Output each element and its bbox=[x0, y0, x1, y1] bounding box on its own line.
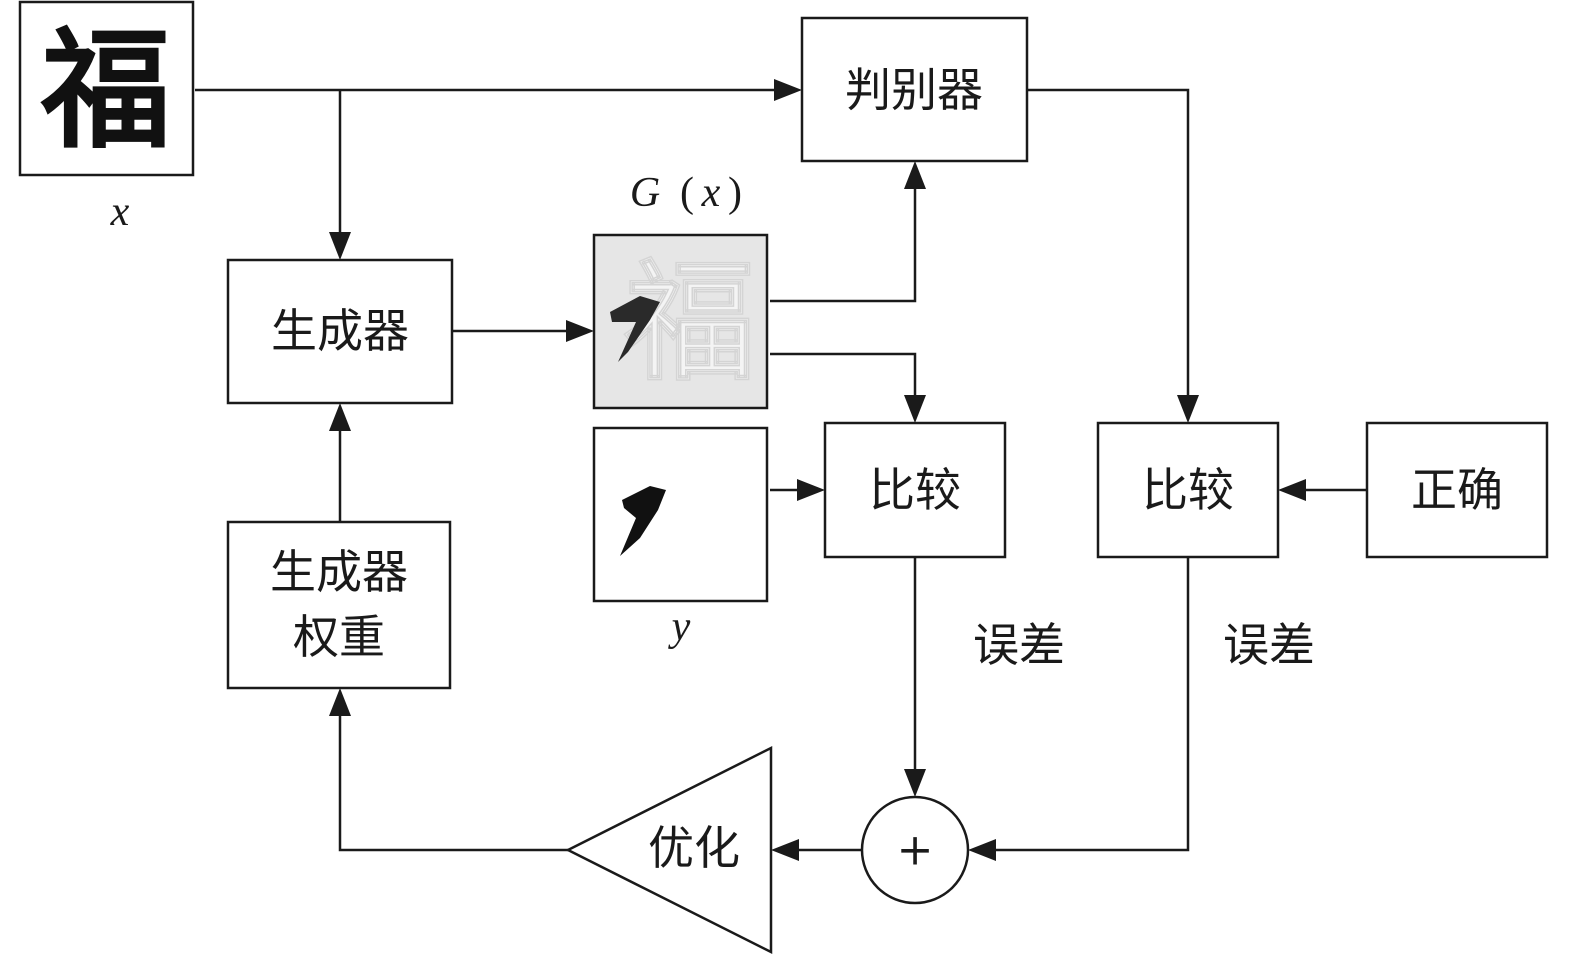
generated-faint-glyph: 福 bbox=[624, 246, 755, 399]
generator-weights-label-line1: 生成器 bbox=[270, 545, 408, 599]
arrow-compare-right-in-right bbox=[1278, 479, 1306, 501]
optimizer-label: 优化 bbox=[648, 821, 740, 875]
arrow-generator-in-top bbox=[329, 232, 351, 260]
arrow-weights-in-bottom bbox=[329, 688, 351, 716]
wire-discriminator-to-compare bbox=[1027, 88, 1190, 401]
arrow-compare-left-in-left bbox=[797, 479, 825, 501]
arrow-sum-in-top bbox=[904, 769, 926, 797]
input-glyph: 福 bbox=[40, 14, 171, 167]
input-image-frame bbox=[18, 0, 195, 177]
arrow-optimizer-in bbox=[771, 839, 799, 861]
target-ink-stroke bbox=[620, 486, 666, 556]
input-image-x: 福 bbox=[18, 0, 195, 177]
wire-generated-to-discriminator bbox=[770, 183, 917, 303]
generator-block: 生成器 bbox=[226, 258, 454, 405]
compare-right-block: 比较 bbox=[1096, 421, 1280, 559]
error-left-label: 误差 bbox=[973, 618, 1065, 672]
compare-right-label: 比较 bbox=[1142, 463, 1234, 517]
input-label-x: x bbox=[110, 189, 130, 235]
generated-label-func: G bbox=[630, 170, 660, 216]
generator-label: 生成器 bbox=[271, 304, 409, 358]
generator-weights-label-line2: 权重 bbox=[293, 610, 385, 664]
arrow-sum-in-right bbox=[968, 839, 996, 861]
wire-generated-to-compare bbox=[770, 352, 917, 401]
optimizer-triangle: 优化 bbox=[565, 745, 773, 955]
generated-label-close: ) bbox=[728, 170, 742, 216]
generator-weights-block: 生成器 权重 bbox=[226, 520, 452, 690]
error-right-label: 误差 bbox=[1223, 618, 1315, 672]
generated-image: 福 bbox=[592, 233, 769, 410]
generated-label-arg: x bbox=[701, 170, 721, 216]
arrow-compare-left-in-top bbox=[904, 395, 926, 423]
arrow-discriminator-in-left bbox=[774, 79, 802, 101]
correct-label: 正确 bbox=[1411, 463, 1503, 517]
arrow-compare-right-in-top bbox=[1177, 395, 1199, 423]
wire-compare-right-to-sum bbox=[990, 557, 1190, 852]
discriminator-block: 判别器 bbox=[800, 16, 1029, 163]
arrow-generated-in bbox=[566, 320, 594, 342]
discriminator-label: 判别器 bbox=[845, 63, 983, 117]
generated-ink-stroke bbox=[610, 296, 660, 362]
arrow-generator-in-bottom bbox=[329, 403, 351, 431]
sum-node: + bbox=[860, 795, 970, 905]
target-image-frame bbox=[592, 426, 769, 603]
sum-symbol: + bbox=[897, 825, 934, 876]
arrow-discriminator-in-bottom bbox=[904, 161, 926, 189]
generated-label-open: ( bbox=[680, 170, 694, 216]
target-image-y bbox=[592, 426, 769, 603]
compare-left-block: 比较 bbox=[823, 421, 1007, 559]
wire-optimizer-to-weights bbox=[338, 710, 568, 852]
target-label-y: y bbox=[668, 604, 691, 650]
compare-left-label: 比较 bbox=[869, 463, 961, 517]
correct-block: 正确 bbox=[1365, 421, 1549, 559]
